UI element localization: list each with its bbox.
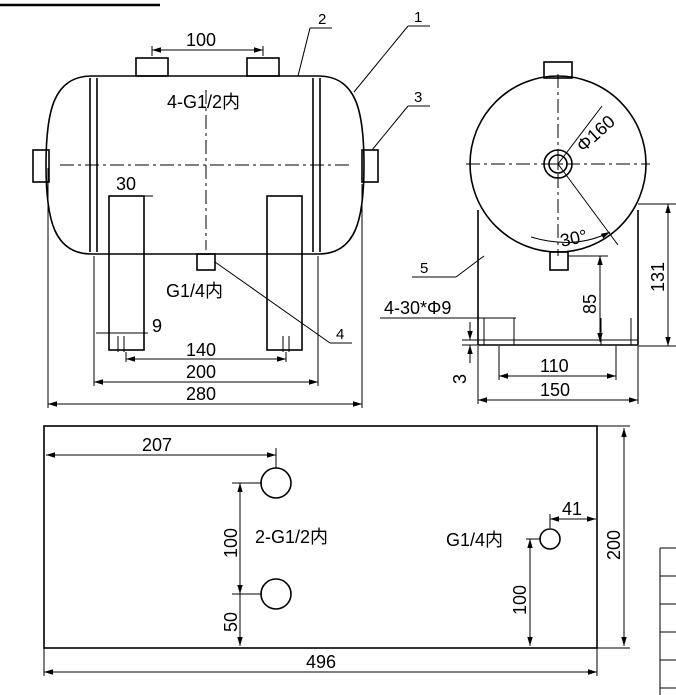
label-plan-small: G1/4内 — [446, 530, 503, 550]
dim-100-top: 100 — [186, 30, 216, 50]
dim-200-plan: 200 — [604, 530, 624, 560]
callout-1: 1 — [414, 9, 422, 26]
dim-496: 496 — [306, 652, 336, 672]
top-nozzle-right — [246, 57, 280, 77]
callout-3: 3 — [414, 89, 422, 106]
callouts: 2 1 3 4 5 — [214, 9, 485, 344]
label-top-nozzles: 4-G1/2内 — [167, 92, 240, 112]
saddle-left — [108, 195, 145, 351]
bottom-nozzle — [196, 253, 216, 271]
dim-9: 9 — [152, 316, 162, 336]
dim-3: 3 — [450, 374, 470, 384]
callout-2: 2 — [318, 11, 326, 28]
label-side-holes: 4-30*Φ9 — [384, 298, 451, 318]
dim-50: 50 — [221, 612, 241, 632]
end-nozzle-left — [32, 149, 50, 183]
dim-280: 280 — [186, 384, 216, 404]
dim-100-left: 100 — [221, 528, 241, 558]
end-nozzle-right — [361, 149, 379, 183]
front-view: 100 4-G1/2内 30 G1/4内 9 140 200 280 — [32, 30, 379, 408]
dim-140: 140 — [186, 340, 216, 360]
dim-85: 85 — [580, 294, 600, 314]
side-view: Φ160 30° 131 85 4-30*Φ9 3 110 — [380, 61, 676, 404]
saddle-right — [266, 195, 303, 351]
dim-200: 200 — [186, 362, 216, 382]
plan-hole-upper — [260, 467, 292, 499]
callout-5: 5 — [420, 260, 428, 277]
title-block-fragment — [659, 547, 676, 695]
plan-view: 207 100 50 2-G1/2内 G1/4内 41 100 200 496 — [43, 425, 630, 676]
plan-small-hole — [539, 528, 561, 550]
label-bottom-nozzle: G1/4内 — [166, 281, 223, 301]
dim-207: 207 — [142, 435, 172, 455]
dim-phi160: Φ160 — [573, 111, 619, 156]
tank-body — [45, 75, 365, 255]
dim-30: 30 — [116, 174, 136, 194]
top-nozzle-left — [135, 57, 169, 77]
side-bottom-nozzle — [549, 251, 569, 271]
dim-150: 150 — [540, 380, 570, 400]
plan-outline — [43, 425, 598, 649]
label-plan-holes: 2-G1/2内 — [255, 527, 328, 547]
dim-41: 41 — [562, 499, 582, 519]
plan-hole-lower — [260, 578, 292, 610]
dim-100-right: 100 — [510, 585, 530, 615]
dim-110: 110 — [540, 356, 569, 376]
dim-131: 131 — [648, 262, 668, 292]
callout-4: 4 — [336, 326, 344, 343]
